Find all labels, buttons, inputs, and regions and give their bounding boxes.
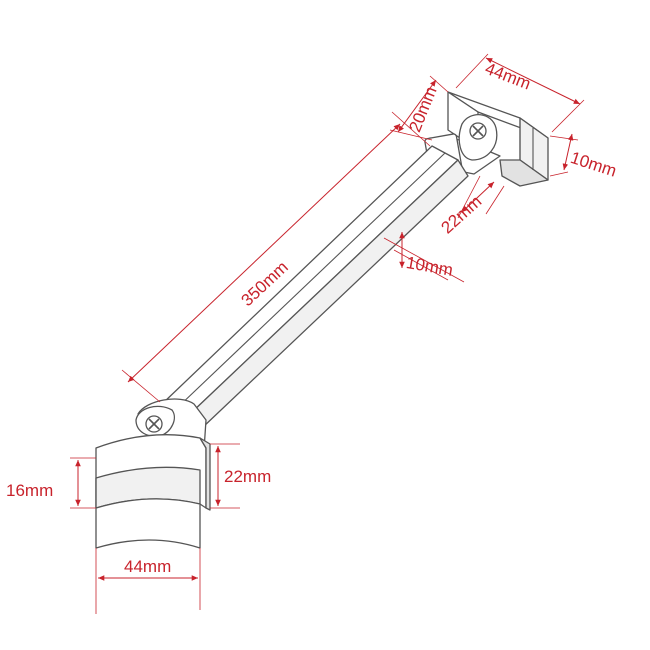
- dim-top-thickness-label: 10mm: [568, 148, 619, 181]
- dim-bottom-width-label: 44mm: [124, 557, 171, 576]
- bottom-screw-icon: [145, 415, 163, 433]
- dim-top-width-label: 44mm: [482, 59, 533, 94]
- top-screw-icon: [469, 122, 487, 140]
- support-arm: [161, 145, 469, 429]
- dim-top-height-label: 20mm: [405, 84, 440, 135]
- dim-bottom-width: 44mm: [95, 548, 201, 614]
- bottom-glass-clamp: [95, 434, 211, 549]
- dim-bottom-height-left: 16mm: [6, 457, 96, 509]
- dim-bottom-height-left-label: 16mm: [6, 481, 53, 500]
- dim-bottom-height-right-label: 22mm: [224, 467, 271, 486]
- dim-top-thickness: 10mm: [549, 133, 619, 181]
- dim-top-height: 20mm: [389, 75, 449, 141]
- dim-bottom-height-right: 22mm: [210, 443, 271, 509]
- dim-arm-thickness-label: 10mm: [405, 253, 455, 280]
